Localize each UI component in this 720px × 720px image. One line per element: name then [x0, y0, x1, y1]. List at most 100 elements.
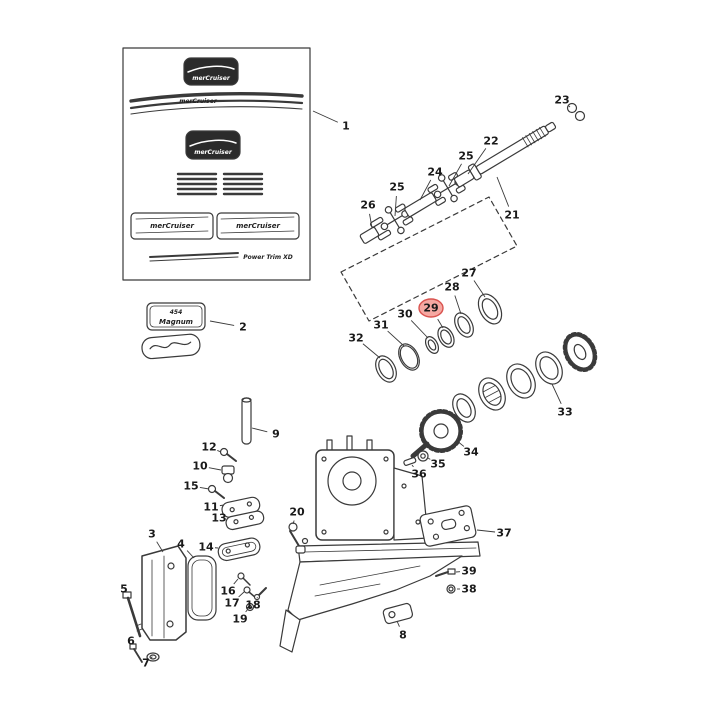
callout-17[interactable]: 17: [224, 597, 239, 610]
shift-linkage-20: [288, 522, 309, 554]
callout-37[interactable]: 37: [496, 527, 511, 540]
callout-23[interactable]: 23: [554, 94, 569, 107]
callout-33[interactable]: 33: [557, 406, 572, 419]
leader-line-16: [233, 578, 239, 585]
assembly-dashed-outline: [340, 196, 518, 322]
bearing-ring-stack: [452, 331, 598, 423]
decal-wordmark-text: merCruiser: [192, 75, 231, 82]
callout-8[interactable]: 8: [399, 629, 407, 642]
leader-line-3: [156, 541, 164, 553]
callout-3[interactable]: 3: [148, 528, 156, 541]
part-30-ring: [424, 336, 440, 354]
upper-gear-housing: [315, 435, 429, 541]
callout-29[interactable]: 29: [423, 302, 438, 315]
sticker-script: [141, 333, 201, 360]
leader-line-11: [219, 504, 225, 507]
pin-36: [403, 457, 417, 466]
decal-stickers: 454 Magnum: [141, 302, 206, 360]
plate-13: [225, 510, 265, 531]
bolt-6: [129, 643, 143, 663]
callout-13[interactable]: 13: [211, 512, 226, 525]
carrier-ring: [506, 363, 536, 399]
callout-4[interactable]: 4: [177, 538, 185, 551]
fitting-10: [221, 465, 235, 484]
callout-36[interactable]: 36: [411, 468, 427, 481]
leader-line-10: [208, 467, 222, 471]
decal-power-trim: Power Trim XD: [149, 252, 293, 262]
callout-27[interactable]: 27: [461, 267, 476, 280]
leader-line-25b: [394, 195, 397, 217]
gasket-14: [217, 537, 261, 562]
callout-16[interactable]: 16: [220, 585, 236, 598]
leader-line-1: [312, 110, 338, 123]
leader-line-28: [454, 295, 462, 315]
leader-line-33: [551, 383, 562, 405]
callout-32[interactable]: 32: [348, 332, 363, 345]
decal-sheet: merCruiser merCruiser merCruiser: [122, 47, 311, 281]
callout-24[interactable]: 24: [427, 166, 443, 179]
callout-34[interactable]: 34: [463, 446, 479, 459]
screw-12: [219, 447, 237, 462]
decal-cowl-mid: merCruiser: [185, 130, 241, 160]
leader-line-30: [410, 320, 429, 339]
leader-line-32: [362, 343, 381, 359]
screw-16: [237, 572, 251, 586]
callout-1[interactable]: 1: [342, 120, 350, 133]
callout-25b[interactable]: 25: [389, 181, 404, 194]
anode-plate-8: [382, 602, 414, 625]
callout-30[interactable]: 30: [397, 308, 413, 321]
highlight-marker: [418, 298, 444, 318]
decal-cowl-top: merCruiser: [183, 57, 239, 86]
threaded-ring: [478, 377, 506, 411]
leader-line-17: [238, 591, 245, 598]
callout-14[interactable]: 14: [198, 541, 214, 554]
callout-21[interactable]: 21: [504, 209, 519, 222]
callout-39[interactable]: 39: [461, 565, 476, 578]
callout-12[interactable]: 12: [201, 441, 216, 454]
callout-19[interactable]: 19: [232, 613, 247, 626]
carrier-ring: [452, 393, 476, 423]
callout-2[interactable]: 2: [239, 321, 247, 334]
callout-6[interactable]: 6: [127, 635, 135, 648]
seal-ring-stack: [375, 293, 503, 383]
leader-line-8: [396, 620, 400, 627]
sticker-magnum-text: Magnum: [159, 318, 193, 326]
callout-26[interactable]: 26: [360, 199, 376, 212]
part-28-ring: [454, 312, 474, 338]
part-27-ring: [477, 293, 503, 325]
leader-line-7: [150, 656, 153, 659]
leader-line-9: [251, 427, 268, 433]
lower-gear-housing: [279, 541, 481, 653]
callout-28[interactable]: 28: [444, 281, 459, 294]
callout-25a[interactable]: 25: [458, 150, 473, 163]
callout-18[interactable]: 18: [245, 599, 260, 612]
leader-line-12: [217, 450, 222, 453]
mount-bracket-3: [141, 545, 187, 641]
callout-38[interactable]: 38: [461, 583, 476, 596]
decal-side-left: merCruiser: [130, 212, 214, 240]
leader-line-19: [245, 608, 249, 613]
callout-31[interactable]: 31: [373, 319, 388, 332]
decal-wordmark-text: merCruiser: [194, 149, 233, 156]
part-31-snap-ring: [398, 343, 420, 371]
driveshaft-ujoint-assembly: [359, 121, 557, 244]
callout-7[interactable]: 7: [142, 657, 150, 670]
callout-15[interactable]: 15: [183, 480, 198, 493]
washer-38: [446, 584, 456, 594]
callout-10[interactable]: 10: [192, 460, 208, 473]
callout-11[interactable]: 11: [203, 501, 218, 514]
leader-line-26: [369, 213, 373, 229]
decal-wordmark-text: merCruiser: [236, 222, 280, 230]
callout-22[interactable]: 22: [483, 135, 498, 148]
exploded-parts-drawing: merCruiser merCruiser merCruiser: [122, 47, 598, 663]
sticker-model-text: 454: [170, 309, 183, 316]
leader-line-23: [568, 105, 571, 108]
callout-20[interactable]: 20: [289, 506, 305, 519]
carrier-ring: [535, 351, 563, 385]
callout-35[interactable]: 35: [430, 458, 445, 471]
callout-9[interactable]: 9: [272, 428, 280, 441]
sticker-magnum: 454 Magnum: [146, 302, 206, 331]
callout-5[interactable]: 5: [120, 583, 128, 596]
